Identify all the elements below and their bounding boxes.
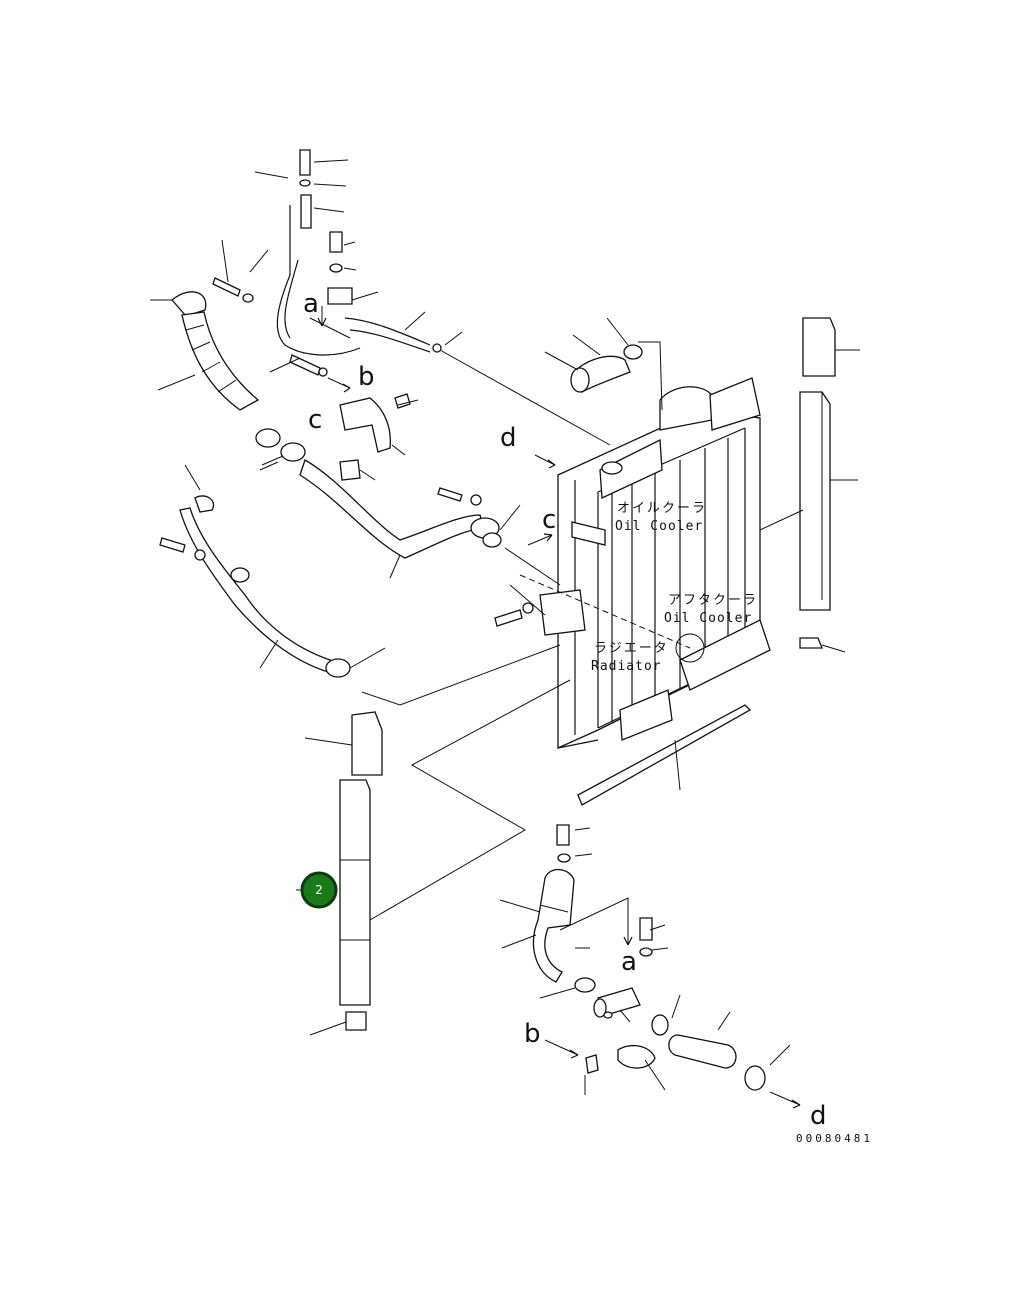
ref-letter-d-bottom: d — [810, 1101, 827, 1131]
radiator-jp-label: ラジエータ — [594, 641, 669, 656]
oil-cooler-jp-label: オイルクーラ — [617, 501, 707, 516]
ref-letter-d-top: d — [500, 423, 517, 453]
side-seals-right — [759, 317, 860, 653]
ref-letter-b-top: b — [358, 362, 375, 392]
drawing-number: 00080481 — [796, 1132, 873, 1145]
part-callout-2[interactable]: 2 — [296, 871, 338, 909]
radiator-assembly — [539, 377, 771, 750]
radiator-en-label: Radiator — [591, 659, 662, 674]
top-fittings — [221, 149, 611, 446]
bottom-bar — [577, 704, 752, 806]
ref-letter-b-bottom: b — [524, 1019, 541, 1049]
bracket — [339, 393, 419, 481]
lower-left-hose — [179, 464, 561, 706]
ref-letter-a-bottom: a — [621, 947, 637, 977]
ref-letter-c-left: c — [308, 405, 322, 435]
oil-cooler-en-label: Oil Cooler — [615, 519, 703, 534]
ref-letter-c-right: c — [542, 505, 556, 535]
bottom-hose-group — [499, 824, 791, 1095]
callout-badge[interactable] — [300, 871, 338, 909]
upper-hose — [150, 291, 306, 471]
bolts-left — [159, 277, 534, 627]
upper-right-hose — [544, 317, 663, 411]
middle-hose — [299, 459, 521, 579]
flow-arrows — [317, 306, 801, 1109]
ref-letter-a-top: a — [303, 289, 319, 319]
side-seals-left — [304, 679, 571, 1036]
aftercooler-jp-label: アフタクーラ — [668, 593, 758, 608]
callout-number: 2 — [315, 883, 323, 897]
aftercooler-en-label: Oil Cooler — [664, 611, 752, 626]
